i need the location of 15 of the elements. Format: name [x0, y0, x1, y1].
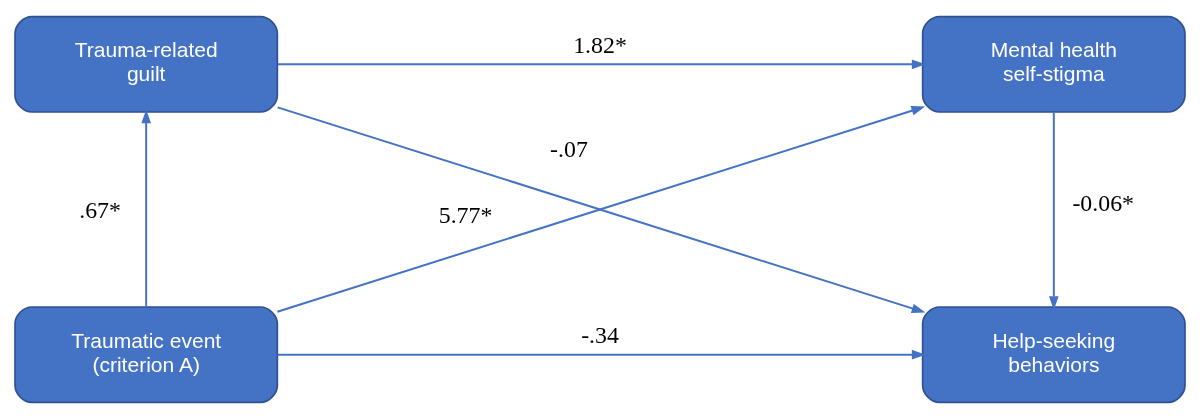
edge-label: -0.06*	[1072, 189, 1134, 216]
node-box: Mental health self-stigma	[921, 15, 1186, 113]
edge-label: -.34	[581, 321, 619, 348]
arrow	[141, 109, 151, 308]
arrow	[276, 349, 926, 359]
edge-label: 1.82*	[573, 31, 627, 58]
node-box: Help-seeking behaviors	[921, 305, 1186, 403]
arrow	[1049, 111, 1059, 310]
arrow	[276, 59, 926, 69]
edge-label: .67*	[79, 196, 121, 223]
node-box: Trauma-related guilt	[14, 15, 279, 113]
edge-label: -.07	[550, 135, 588, 162]
edge-label: 5.77*	[438, 201, 493, 228]
arrow	[276, 105, 926, 313]
node-box: Traumatic event (criterion A)	[14, 305, 279, 403]
